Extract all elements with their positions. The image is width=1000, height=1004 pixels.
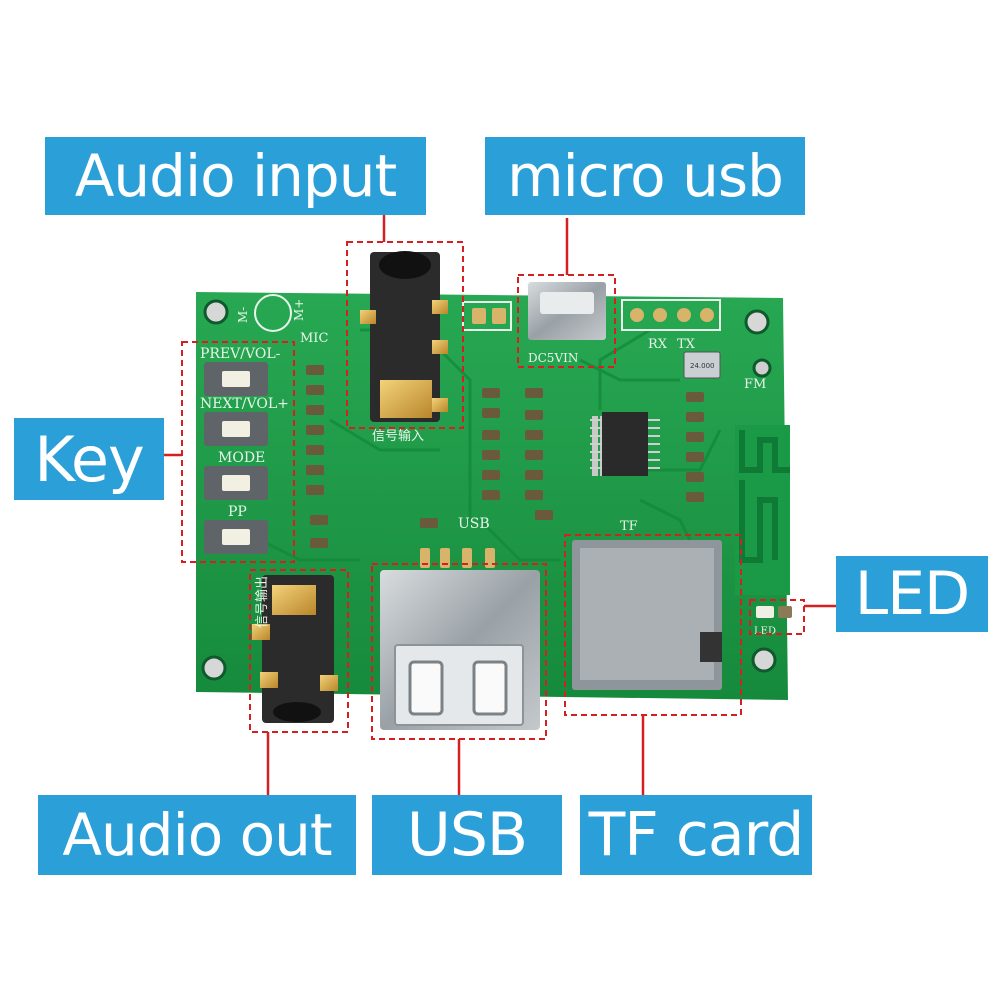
micro-usb-callout-text: micro usb bbox=[507, 142, 784, 210]
status-led: LED bbox=[754, 606, 792, 637]
tact-switch-pp[interactable] bbox=[204, 520, 268, 554]
audio-out-callout-text: Audio out bbox=[62, 801, 332, 869]
tact-switch-prev[interactable] bbox=[204, 362, 268, 396]
key-callout-text: Key bbox=[34, 422, 144, 496]
smd-column-mid bbox=[420, 388, 553, 528]
signal-in-label: 信号输入 bbox=[372, 428, 424, 444]
key-callout: Key bbox=[14, 418, 164, 500]
key-buttons: PREV/VOL- NEXT/VOL+ MODE PP bbox=[200, 346, 289, 554]
led-callout-text: LED bbox=[854, 559, 971, 629]
highlight-audio-input bbox=[346, 241, 464, 429]
highlight-tf-card bbox=[564, 534, 742, 716]
next-vol-label: NEXT/VOL+ bbox=[200, 396, 289, 412]
mic-footprint: MIC M- M+ bbox=[236, 294, 328, 346]
tact-switch-mode[interactable] bbox=[204, 466, 268, 500]
tf-card-slot[interactable] bbox=[572, 540, 722, 690]
dc5v-label: DC5VIN bbox=[528, 351, 578, 365]
leader-lines bbox=[163, 210, 838, 795]
pp-label: PP bbox=[228, 504, 247, 520]
usb-a-port[interactable] bbox=[380, 570, 540, 730]
mode-label: MODE bbox=[218, 450, 265, 466]
tx-label: TX bbox=[677, 337, 696, 352]
m-plus-label: M+ bbox=[292, 299, 306, 321]
highlight-keys bbox=[181, 341, 295, 563]
led-callout: LED bbox=[836, 556, 988, 632]
tf-silk-label: TF bbox=[620, 519, 638, 534]
usb-callout: USB bbox=[372, 795, 562, 875]
audio-input-callout-text: Audio input bbox=[74, 142, 397, 210]
led-silk-label: LED bbox=[754, 626, 776, 637]
audio-out-jack[interactable]: 信号输出 bbox=[252, 575, 338, 723]
smd-column-left bbox=[306, 365, 328, 548]
audio-out-callout: Audio out bbox=[38, 795, 356, 875]
fm-label: FM bbox=[744, 377, 766, 392]
tf-card-callout: TF card bbox=[580, 795, 812, 875]
crystal-oscillator: 24.000 bbox=[683, 351, 721, 379]
uart-header: RX TX FM bbox=[621, 299, 766, 392]
smd-components bbox=[306, 365, 704, 548]
highlight-micro-usb bbox=[517, 274, 616, 368]
crystal-label: 24.000 bbox=[690, 362, 715, 370]
usb-callout-text: USB bbox=[406, 800, 528, 870]
audio-input-callout: Audio input bbox=[45, 137, 426, 215]
audio-input-jack[interactable]: 信号输入 bbox=[360, 251, 448, 444]
usb-silk-label: USB bbox=[458, 516, 490, 532]
m-minus-label: M- bbox=[236, 307, 250, 323]
tf-card-callout-text: TF card bbox=[588, 800, 805, 870]
rx-label: RX bbox=[648, 337, 668, 352]
pcb-antenna bbox=[739, 430, 790, 563]
micro-usb-callout: micro usb bbox=[485, 137, 805, 215]
main-ic-chip bbox=[590, 412, 660, 476]
tact-switch-next[interactable] bbox=[204, 412, 268, 446]
signal-out-label: 信号输出 bbox=[254, 576, 270, 628]
smd-column-right bbox=[686, 392, 704, 502]
highlight-led bbox=[749, 599, 805, 635]
micro-usb-port[interactable]: DC5VIN bbox=[528, 282, 606, 365]
prev-vol-label: PREV/VOL- bbox=[200, 346, 281, 362]
mic-label: MIC bbox=[300, 331, 328, 346]
